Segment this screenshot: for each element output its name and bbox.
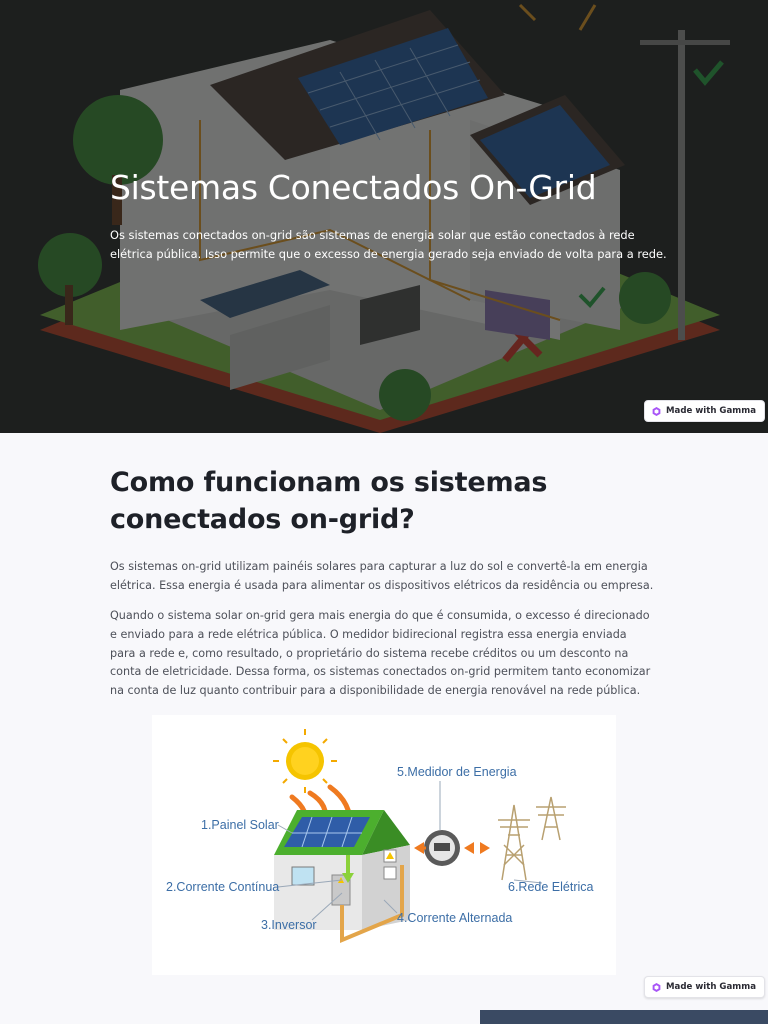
on-grid-diagram: 1.Painel Solar 5.Medidor de Energia 2.Co…: [152, 715, 616, 975]
sun-icon: [273, 729, 337, 793]
label-corrente-alternada: 4.Corrente Alternada: [397, 911, 512, 925]
label-medidor-energia: 5.Medidor de Energia: [397, 765, 517, 779]
hero-dark-overlay: [0, 0, 768, 433]
on-grid-diagram-graphic: 1.Painel Solar 5.Medidor de Energia 2.Co…: [166, 729, 594, 943]
power-pylon-icon: [498, 796, 566, 881]
hero-description: Os sistemas conectados on-grid são siste…: [110, 228, 667, 261]
hero-section: Sistemas Conectados On-Grid Os sistemas …: [0, 0, 768, 433]
hero-title: Sistemas Conectados On-Grid: [110, 168, 597, 207]
section-title: Como funcionam os sistemas conectados on…: [110, 467, 548, 535]
badge-label: Made with Gamma: [666, 982, 756, 992]
label-rede-eletrica: 6.Rede Elétrica: [508, 880, 594, 894]
section-paragraph-1: Os sistemas on-grid utilizam painéis sol…: [110, 560, 654, 592]
label-corrente-continua: 2.Corrente Contínua: [166, 880, 279, 894]
meter-icon: [424, 830, 460, 866]
next-section-image-preview: [480, 1010, 768, 1024]
gamma-icon: [652, 406, 661, 416]
made-with-gamma-badge-2[interactable]: Made with Gamma: [644, 976, 765, 998]
section-paragraph-2: Quando o sistema solar on-grid gera mais…: [110, 609, 651, 698]
made-with-gamma-badge[interactable]: Made with Gamma: [644, 400, 765, 422]
badge-label: Made with Gamma: [666, 406, 756, 416]
label-inversor: 3.Inversor: [261, 918, 317, 932]
gamma-icon: [652, 982, 661, 992]
label-painel-solar: 1.Painel Solar: [201, 818, 279, 832]
